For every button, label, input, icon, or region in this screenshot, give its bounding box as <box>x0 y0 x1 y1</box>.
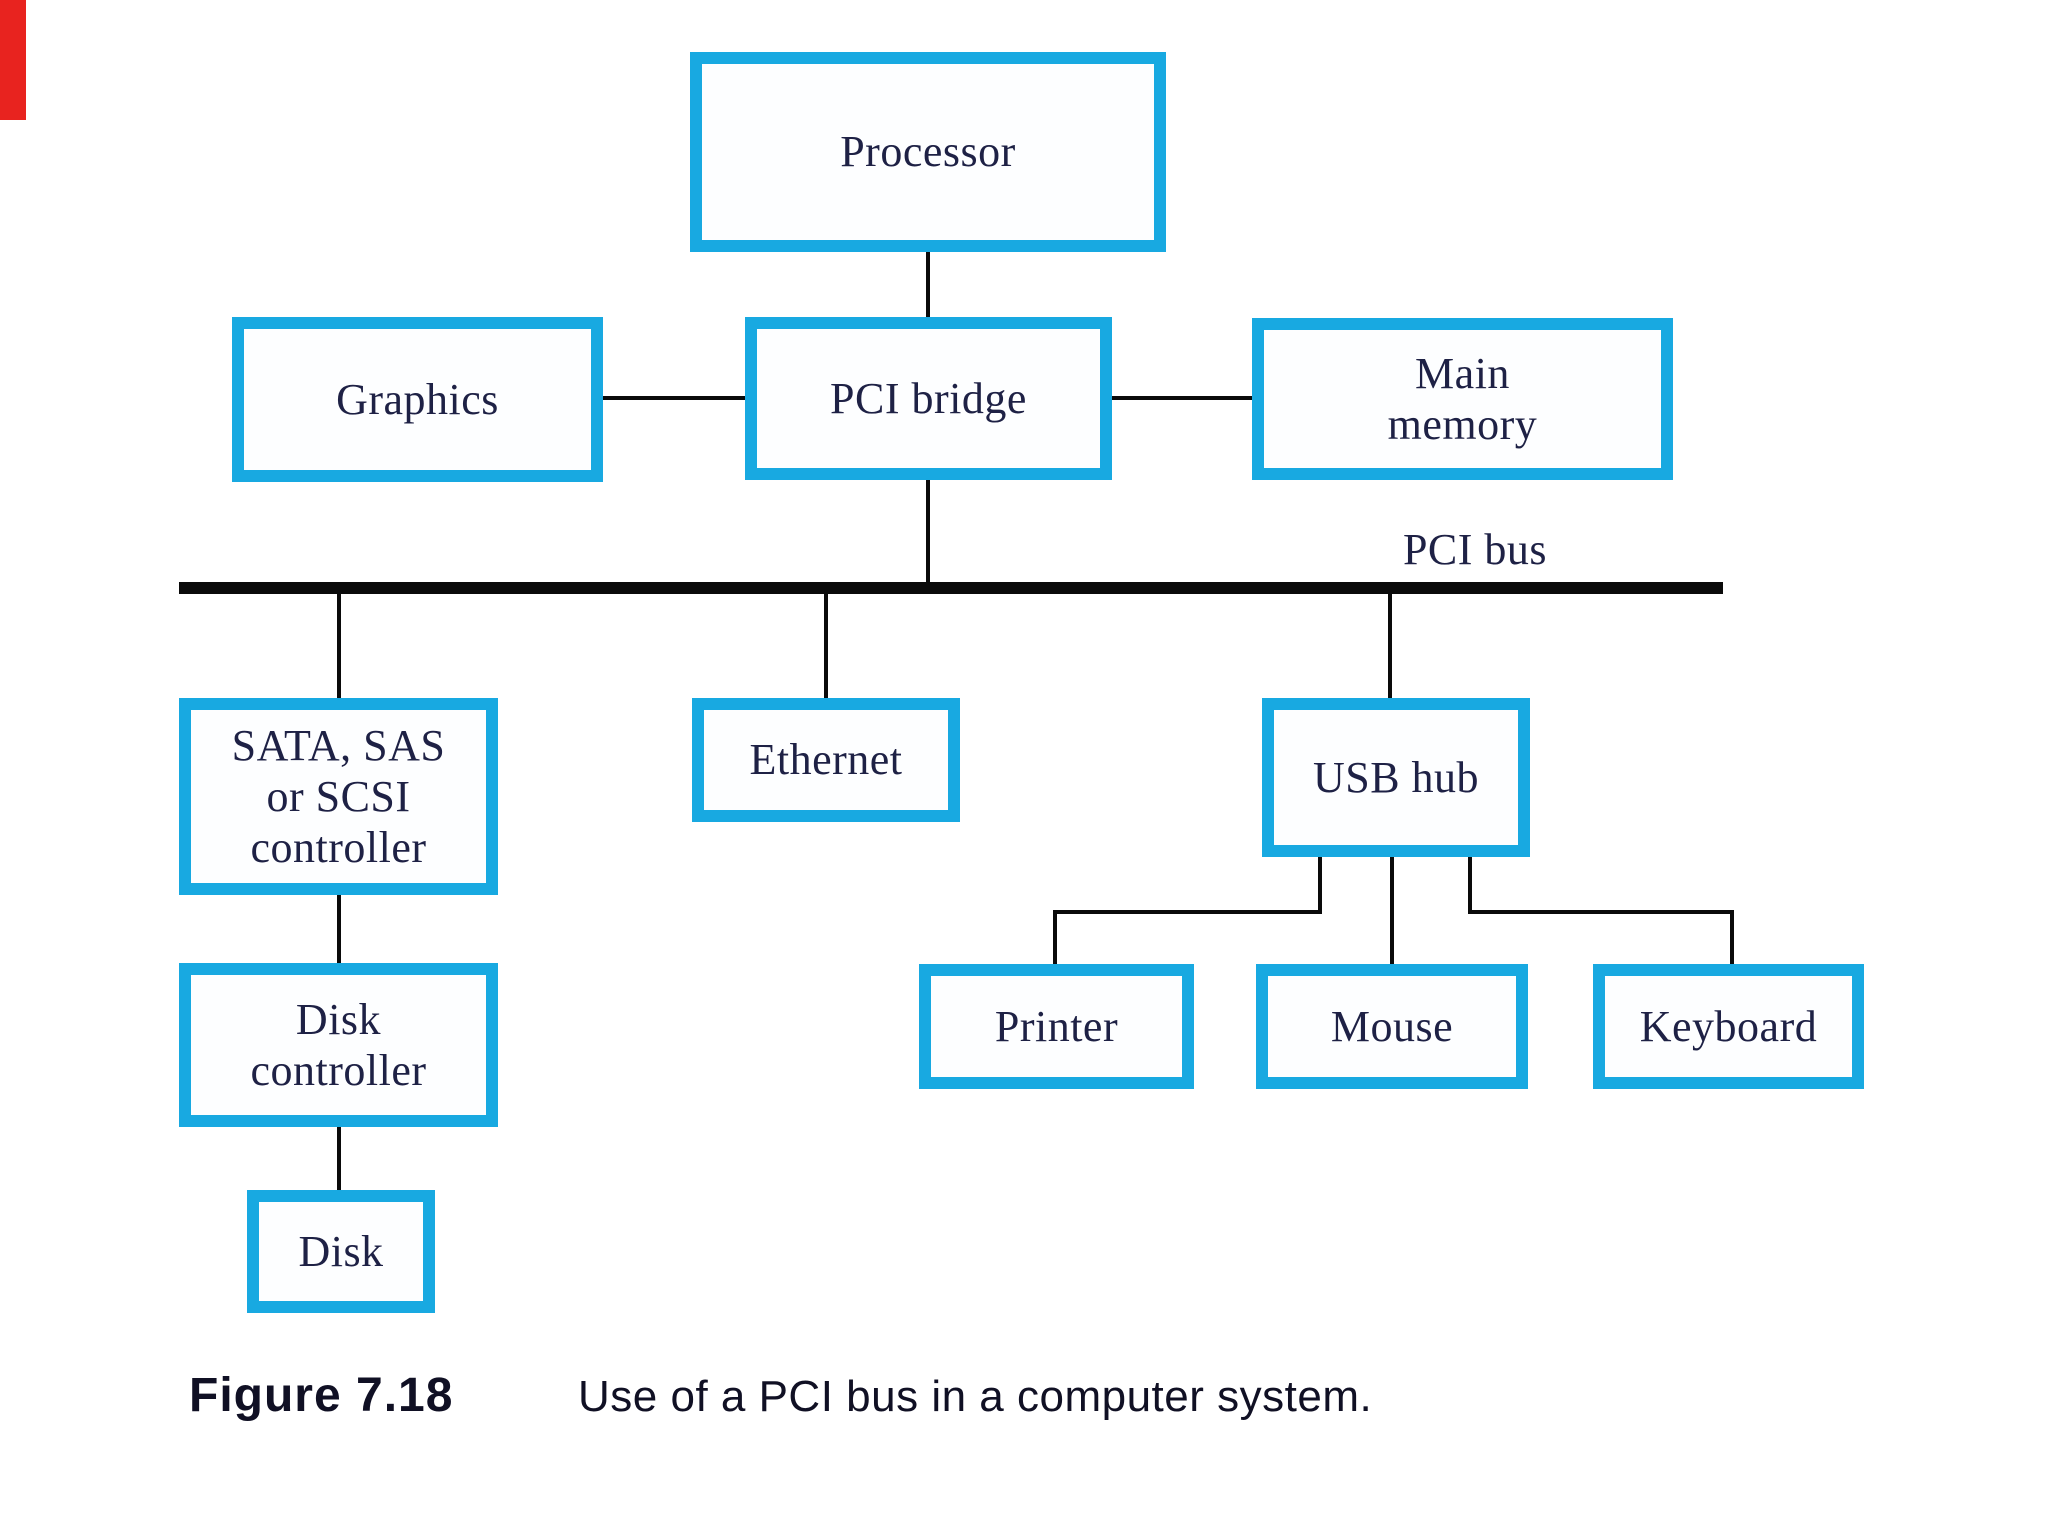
red-edge-artifact <box>0 0 26 120</box>
connector-bus-sata <box>337 594 341 698</box>
node-disk: Disk <box>247 1190 435 1313</box>
node-main-memory: Main memory <box>1252 318 1673 480</box>
node-keyboard: Keyboard <box>1593 964 1864 1089</box>
node-ethernet-label: Ethernet <box>749 735 903 785</box>
node-disk-label: Disk <box>298 1226 384 1276</box>
connector-usb-hub-keyboard-drop <box>1468 857 1472 914</box>
node-sata-sas-scsi-controller: SATA, SAS or SCSI controller <box>179 698 498 895</box>
connector-disk-controller-disk <box>337 1127 341 1190</box>
node-processor-label: Processor <box>840 127 1016 177</box>
node-keyboard-label: Keyboard <box>1639 1001 1818 1051</box>
node-disk-controller-label: Disk controller <box>250 994 427 1095</box>
node-usb-hub-label: USB hub <box>1312 752 1480 802</box>
connector-bus-ethernet <box>824 594 828 698</box>
connector-usb-hub-printer-run <box>1053 910 1322 914</box>
node-main-memory-label: Main memory <box>1387 348 1538 449</box>
node-disk-controller: Disk controller <box>179 963 498 1127</box>
figure-caption-label: Figure 7.18 <box>189 1369 454 1422</box>
connector-usb-hub-keyboard-down <box>1730 910 1734 964</box>
connector-pci-bridge-main-memory <box>1112 396 1252 400</box>
connector-sata-disk-controller <box>337 895 341 963</box>
node-printer: Printer <box>919 964 1194 1089</box>
node-graphics: Graphics <box>232 317 603 482</box>
node-printer-label: Printer <box>994 1001 1119 1051</box>
pci-bus-label: PCI bus <box>1402 525 1548 574</box>
node-pci-bridge-label: PCI bridge <box>830 373 1027 423</box>
node-mouse-label: Mouse <box>1330 1001 1454 1051</box>
pci-bus-line <box>179 582 1723 594</box>
node-sata-sas-scsi-controller-label: SATA, SAS or SCSI controller <box>231 720 446 873</box>
node-processor: Processor <box>690 52 1166 252</box>
figure-caption-text: Use of a PCI bus in a computer system. <box>578 1372 1373 1421</box>
connector-pci-bridge-bus <box>926 480 930 582</box>
connector-usb-hub-printer-down <box>1053 910 1057 964</box>
connector-graphics-pci-bridge <box>603 396 745 400</box>
connector-usb-hub-keyboard-run <box>1468 910 1734 914</box>
connector-bus-usb-hub <box>1388 594 1392 698</box>
connector-processor-pci-bridge <box>926 252 930 317</box>
node-mouse: Mouse <box>1256 964 1528 1089</box>
connector-usb-hub-printer-drop <box>1318 857 1322 914</box>
node-pci-bridge: PCI bridge <box>745 317 1112 480</box>
node-graphics-label: Graphics <box>336 374 499 424</box>
node-usb-hub: USB hub <box>1262 698 1530 857</box>
node-ethernet: Ethernet <box>692 698 960 822</box>
connector-usb-hub-mouse <box>1390 857 1394 964</box>
